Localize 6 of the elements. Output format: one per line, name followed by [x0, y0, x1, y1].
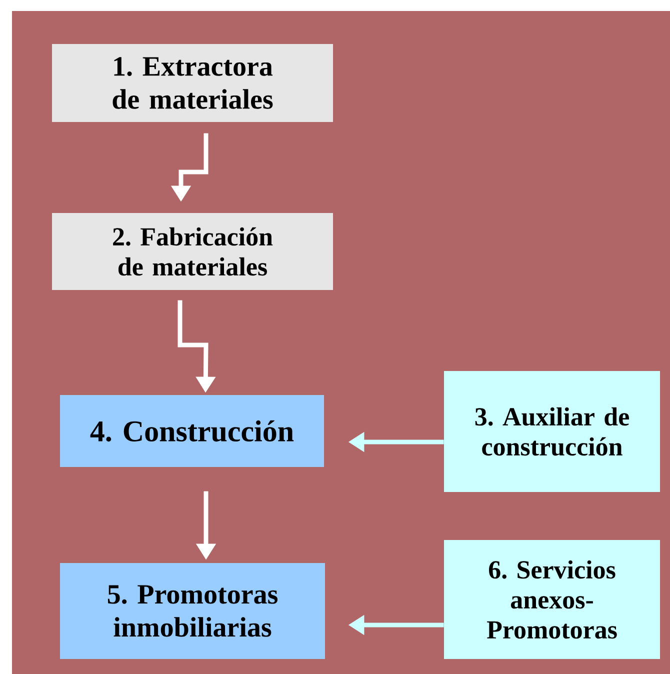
process-box: 1. Extractora de materiales: [52, 44, 333, 122]
process-box: 4. Construcción: [60, 395, 324, 467]
process-box: 2. Fabricación de materiales: [52, 213, 333, 290]
process-box: 5. Promotoras inmobiliarias: [60, 563, 325, 659]
process-box: 6. Servicios anexos-Promotoras: [444, 540, 660, 659]
process-box: 3. Auxiliar de construcción: [444, 371, 660, 492]
